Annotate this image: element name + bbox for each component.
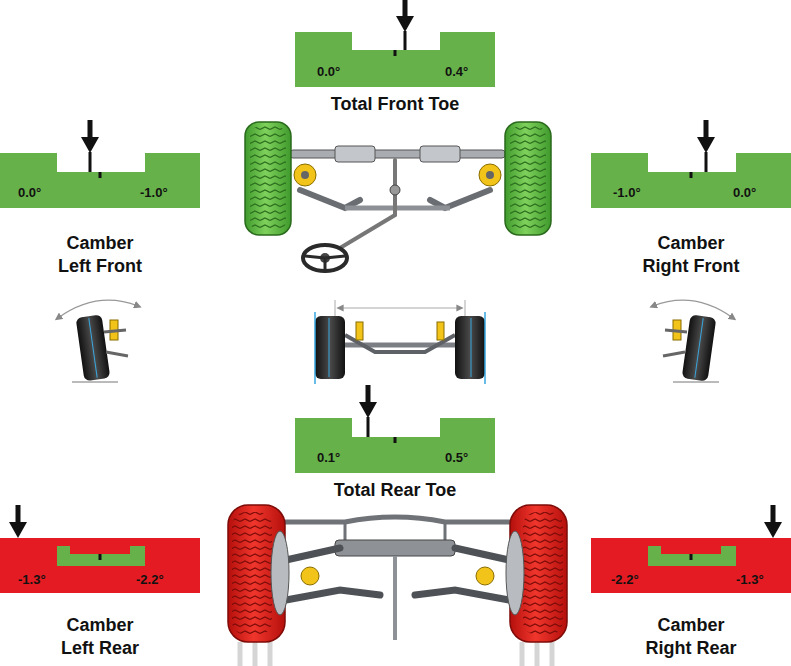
- scale-value: 0.1°: [317, 450, 340, 466]
- camber-icon-left: [58, 300, 138, 382]
- reading-arrow: [697, 120, 715, 172]
- in-spec-band: [57, 546, 145, 566]
- gauge-heading: Total Rear Toe: [295, 479, 495, 502]
- in-spec-band: [591, 153, 791, 208]
- front-view-axle: [315, 300, 485, 384]
- out-of-spec-band: [591, 538, 791, 593]
- alignment-gauge: 0.0° 0.4° Total Front Toe: [295, 32, 495, 116]
- center-tick: [394, 50, 397, 56]
- reading-arrow: [81, 120, 99, 172]
- reading-arrow: [764, 505, 782, 538]
- center-tick: [99, 172, 102, 178]
- reading-arrow: [396, 0, 414, 50]
- scale-value: 0.4°: [445, 64, 468, 80]
- center-tick: [394, 437, 397, 443]
- in-spec-band: [295, 32, 495, 87]
- scale-value: -2.2°: [611, 572, 639, 588]
- scale-value: -2.2°: [136, 572, 164, 588]
- scale-value: -1.3°: [18, 572, 46, 588]
- scale-value: 0.5°: [445, 450, 468, 466]
- gauge-scale: -1.3° -2.2°: [0, 538, 200, 593]
- in-spec-band: [0, 153, 200, 208]
- center-tick: [99, 554, 102, 560]
- alignment-gauge: 0.1° 0.5° Total Rear Toe: [295, 418, 495, 502]
- scale-value: 0.0°: [317, 64, 340, 80]
- in-spec-band: [648, 546, 736, 566]
- alignment-gauge: -2.2° -1.3° Camber Right Rear: [591, 538, 791, 660]
- gauge-heading: Camber Right Front: [641, 232, 741, 278]
- gauge-heading: Camber Left Front: [50, 232, 150, 278]
- gauge-scale: -2.2° -1.3°: [591, 538, 791, 593]
- scale-value: -1.0°: [140, 185, 168, 201]
- in-spec-band: [295, 418, 495, 473]
- rear-axle: [228, 505, 567, 666]
- alignment-gauge: -1.3° -2.2° Camber Left Rear: [0, 538, 200, 660]
- scale-value: 0.0°: [733, 185, 756, 201]
- front-axle: [245, 122, 551, 271]
- gauge-heading: Camber Right Rear: [641, 614, 741, 660]
- gauge-heading: Total Front Toe: [295, 93, 495, 116]
- scale-value: 0.0°: [18, 185, 41, 201]
- scale-value: -1.3°: [736, 572, 764, 588]
- center-tick: [690, 554, 693, 560]
- reading-arrow: [359, 385, 377, 437]
- camber-icon-right: [653, 300, 733, 382]
- gauge-scale: 0.0° -1.0°: [0, 153, 200, 208]
- gauge-scale: -1.0° 0.0°: [591, 153, 791, 208]
- out-of-spec-band: [0, 538, 200, 593]
- center-tick: [690, 172, 693, 178]
- reading-arrow: [9, 505, 27, 538]
- gauge-scale: 0.0° 0.4°: [295, 32, 495, 87]
- alignment-gauge: 0.0° -1.0° Camber Left Front: [0, 153, 200, 278]
- alignment-gauge: -1.0° 0.0° Camber Right Front: [591, 153, 791, 278]
- gauge-scale: 0.1° 0.5°: [295, 418, 495, 473]
- scale-value: -1.0°: [613, 185, 641, 201]
- gauge-heading: Camber Left Rear: [50, 614, 150, 660]
